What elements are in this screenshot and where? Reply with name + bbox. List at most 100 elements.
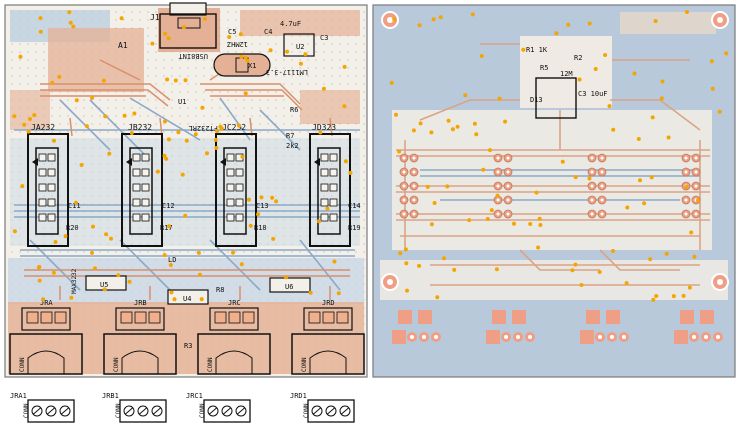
via [213,137,218,142]
screw-slot [313,407,321,415]
header-pin-pad [320,153,329,162]
via [445,184,450,189]
screw-slot [153,407,161,415]
header-pin-pad [38,213,47,222]
jr-label: JRC [228,299,241,307]
via [218,124,223,129]
via [446,118,451,123]
screw-slot [341,407,349,415]
via [587,176,592,181]
via [102,287,107,292]
terminal-pad-hole [692,335,696,339]
via [717,109,722,114]
via [397,149,402,154]
via [36,265,41,270]
bottom-pad-hole [590,212,594,216]
ld-label: LD [168,256,176,264]
via [163,31,168,36]
header-pin-pad [141,213,150,222]
via [52,138,56,143]
conn-label: CONN [207,357,214,372]
via [611,127,616,132]
via [342,64,347,69]
via [685,10,689,14]
via [240,154,245,159]
bottom-pad-hole [600,156,604,160]
jr-pad [120,311,133,324]
conn-label: CONN [113,357,120,372]
bottom-pad-hole [590,198,594,202]
via [450,127,455,132]
via [183,213,188,218]
bottom-pad-hole [402,156,406,160]
via [127,279,132,284]
terminal-pad-hole [610,335,614,339]
header-pin-pad [320,213,329,222]
via [687,285,692,290]
terminal-pad-square [606,310,620,324]
terminal-pad-hole [504,335,508,339]
bottom-label-4: 12M [560,70,573,78]
bottom-pad-hole [496,170,500,174]
header-ja232: JA232 C11 R20 [27,123,81,247]
via [431,17,436,22]
jr-outline [209,307,259,331]
via [455,124,460,129]
via [664,251,669,256]
terminal-pad-square [580,330,594,344]
via [666,135,671,140]
c4-label: C4 [264,28,272,36]
via [51,270,56,275]
via [432,201,437,205]
header-pin-pad [329,153,338,162]
via [243,55,248,60]
via [90,250,94,255]
via [405,288,409,293]
via [342,104,347,109]
via [709,59,714,64]
via [164,156,169,161]
bottom-pad-hole [684,212,688,216]
via [116,273,121,278]
header-pin-pad [141,183,150,192]
header-pin-pad [132,183,141,192]
max3232-u6: U6 [269,277,311,293]
bottom-terminal-pads [392,310,723,344]
value-4u7-label: 4.7uF [280,20,301,28]
r3-label: R3 [184,342,192,350]
bottom-label-1: R1 1K [526,46,548,54]
pin1-marker [32,158,38,166]
jr-bottom-label: JRD1 [290,392,307,400]
bottom-vias [389,10,729,302]
jr-pad [148,311,161,324]
header-pin-pad [47,198,56,207]
via [648,257,653,262]
c5-label: C5 [228,28,236,36]
via [573,262,578,267]
jr-pad [40,311,53,324]
via [74,98,79,103]
bottom-pad-hole [412,170,416,174]
header-pin-pad [132,213,141,222]
via [101,78,106,83]
via [579,283,584,287]
via [215,129,220,134]
bottom-pad-hole [412,198,416,202]
jr-pad [134,311,147,324]
via [150,41,155,46]
screw-slot [327,407,335,415]
via [417,263,422,268]
header-label: JD323 [312,123,336,132]
bottom-light-region-top [620,12,716,34]
via [452,267,457,272]
via [321,86,326,91]
ft232-label: FT232RL [188,124,218,132]
via [122,113,127,118]
conn-arc [215,350,253,374]
terminal-pad-square [398,310,412,324]
bottom-pad-hole [694,156,698,160]
bottom-label-3: D13 [530,96,543,104]
header-jb232: JB232 C12 R17 [121,123,175,247]
via [50,80,55,85]
